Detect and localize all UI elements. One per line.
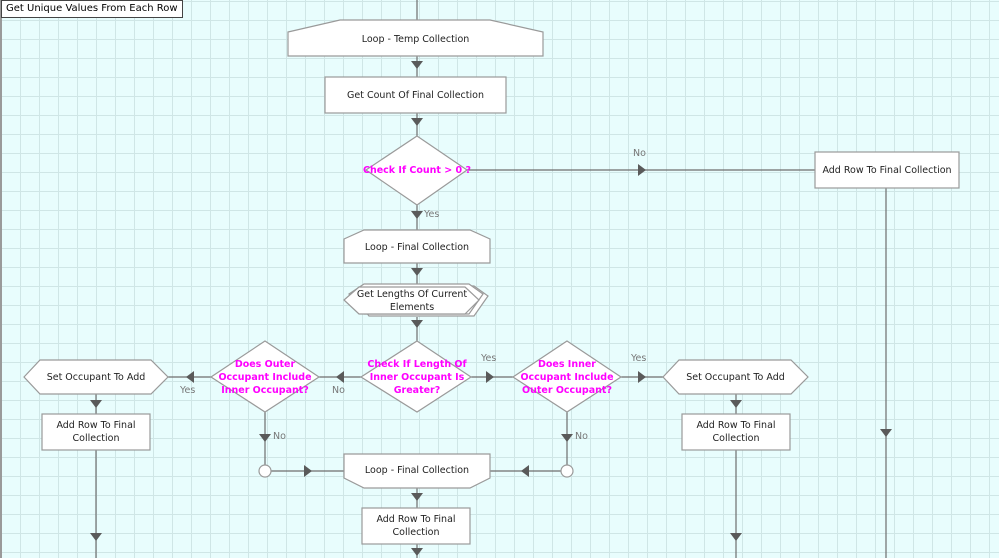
edge-label-outer-no: No (273, 431, 286, 442)
edge-label-inner-no: No (575, 431, 588, 442)
node-add-row-right[interactable]: Add Row To Final Collection (815, 152, 959, 188)
node-set-occupant-left[interactable]: Set Occupant To Add (24, 360, 168, 394)
arrow-down-icon (730, 400, 742, 408)
arrow-down-icon (561, 434, 573, 442)
node-get-count-shape[interactable] (324, 76, 507, 114)
arrow-down-icon (880, 429, 892, 437)
node-label: Loop - Final Collection (364, 242, 470, 253)
canvas-left-border (0, 0, 2, 558)
node-get-lengths-shape[interactable] (343, 286, 480, 315)
node-check-length[interactable]: Check If Length Of Inner Occupant Is Gre… (364, 350, 470, 404)
edge-label-outer-yes: Yes (180, 385, 196, 396)
arrow-down-icon (411, 118, 423, 126)
node-label: Add Row To Final Collection (376, 514, 456, 538)
arrow-down-icon (90, 533, 102, 541)
arrow-right-icon (486, 371, 494, 383)
arrow-left-icon (521, 465, 529, 477)
node-add-row-mid-right-shape[interactable] (681, 413, 791, 451)
arrow-down-icon (90, 400, 102, 408)
node-add-row-left-shape[interactable] (41, 413, 151, 451)
node-outer-includes-inner-shape[interactable] (209, 340, 321, 413)
node-loop-final-end-shape[interactable] (343, 453, 491, 489)
node-get-count[interactable]: Get Count Of Final Collection (325, 77, 506, 113)
junction-left (258, 464, 272, 478)
arrow-down-icon (411, 61, 423, 69)
arrowheads (90, 61, 892, 556)
diagram-title: Get Unique Values From Each Row (1, 0, 183, 18)
node-set-occupant-right-shape[interactable] (662, 359, 809, 395)
node-label: Set Occupant To Add (46, 371, 146, 383)
arrow-right-icon (304, 465, 312, 477)
arrow-down-icon (411, 268, 423, 276)
node-add-row-bottom[interactable]: Add Row To Final Collection (366, 508, 466, 544)
node-loop-temp-collection-shape[interactable] (287, 19, 544, 57)
node-set-occupant-left-shape[interactable] (23, 359, 169, 395)
arrow-right-icon (638, 371, 646, 383)
node-set-occupant-right[interactable]: Set Occupant To Add (663, 360, 808, 394)
decision-label: Check If Count > 0 ? (363, 165, 471, 176)
node-inner-includes-outer[interactable]: Does Inner Occupant Include Outer Occupa… (512, 350, 622, 404)
node-label: Add Row To Final Collection (822, 164, 952, 176)
arrow-right-icon (638, 164, 646, 176)
node-add-row-mid-right[interactable]: Add Row To Final Collection (686, 414, 786, 450)
node-label: Loop - Final Collection (364, 464, 470, 476)
edge-label-count-yes: Yes (424, 209, 440, 220)
arrow-left-icon (186, 371, 194, 383)
node-loop-final-start-shape[interactable] (343, 229, 491, 264)
node-label: Add Row To Final Collection (56, 420, 136, 444)
arrow-down-icon (411, 548, 423, 556)
edge-label-length-no: No (332, 385, 345, 396)
node-add-row-bottom-shape[interactable] (361, 507, 471, 545)
arrow-left-icon (336, 371, 344, 383)
arrow-down-icon (411, 211, 423, 219)
node-check-count[interactable]: Check If Count > 0 ? (362, 136, 472, 205)
node-check-length-shape[interactable] (359, 340, 473, 413)
node-add-row-left[interactable]: Add Row To Final Collection (46, 414, 146, 450)
node-label: Set Occupant To Add (686, 371, 785, 383)
edge-label-count-no: No (633, 148, 646, 159)
decision-label: Check If Length Of Inner Occupant Is Gre… (367, 358, 467, 396)
node-loop-final-start[interactable]: Loop - Final Collection (344, 232, 490, 263)
edge-label-length-yes: Yes (481, 353, 497, 364)
node-inner-includes-outer-shape[interactable] (511, 340, 623, 413)
junction-right (560, 464, 574, 478)
node-get-lengths[interactable]: Get Lengths Of Current Elements (356, 287, 468, 314)
node-label: Loop - Temp Collection (361, 33, 470, 45)
arrow-down-icon (411, 493, 423, 501)
node-check-count-shape[interactable] (364, 135, 469, 206)
node-outer-includes-inner[interactable]: Does Outer Occupant Include Inner Occupa… (210, 350, 320, 404)
arrow-down-icon (730, 533, 742, 541)
node-label: Get Lengths Of Current Elements (356, 288, 468, 313)
node-label: Get Count Of Final Collection (347, 89, 484, 101)
decision-label: Does Inner Occupant Include Outer Occupa… (520, 358, 614, 396)
node-loop-temp-collection[interactable]: Loop - Temp Collection (288, 22, 543, 56)
arrow-down-icon (411, 320, 423, 328)
node-label: Add Row To Final Collection (696, 420, 776, 444)
node-loop-final-end[interactable]: Loop - Final Collection (344, 454, 490, 486)
edge-label-inner-yes: Yes (631, 353, 647, 364)
decision-label: Does Outer Occupant Include Inner Occupa… (218, 358, 312, 396)
node-add-row-right-shape[interactable] (814, 151, 960, 189)
arrow-down-icon (259, 434, 271, 442)
